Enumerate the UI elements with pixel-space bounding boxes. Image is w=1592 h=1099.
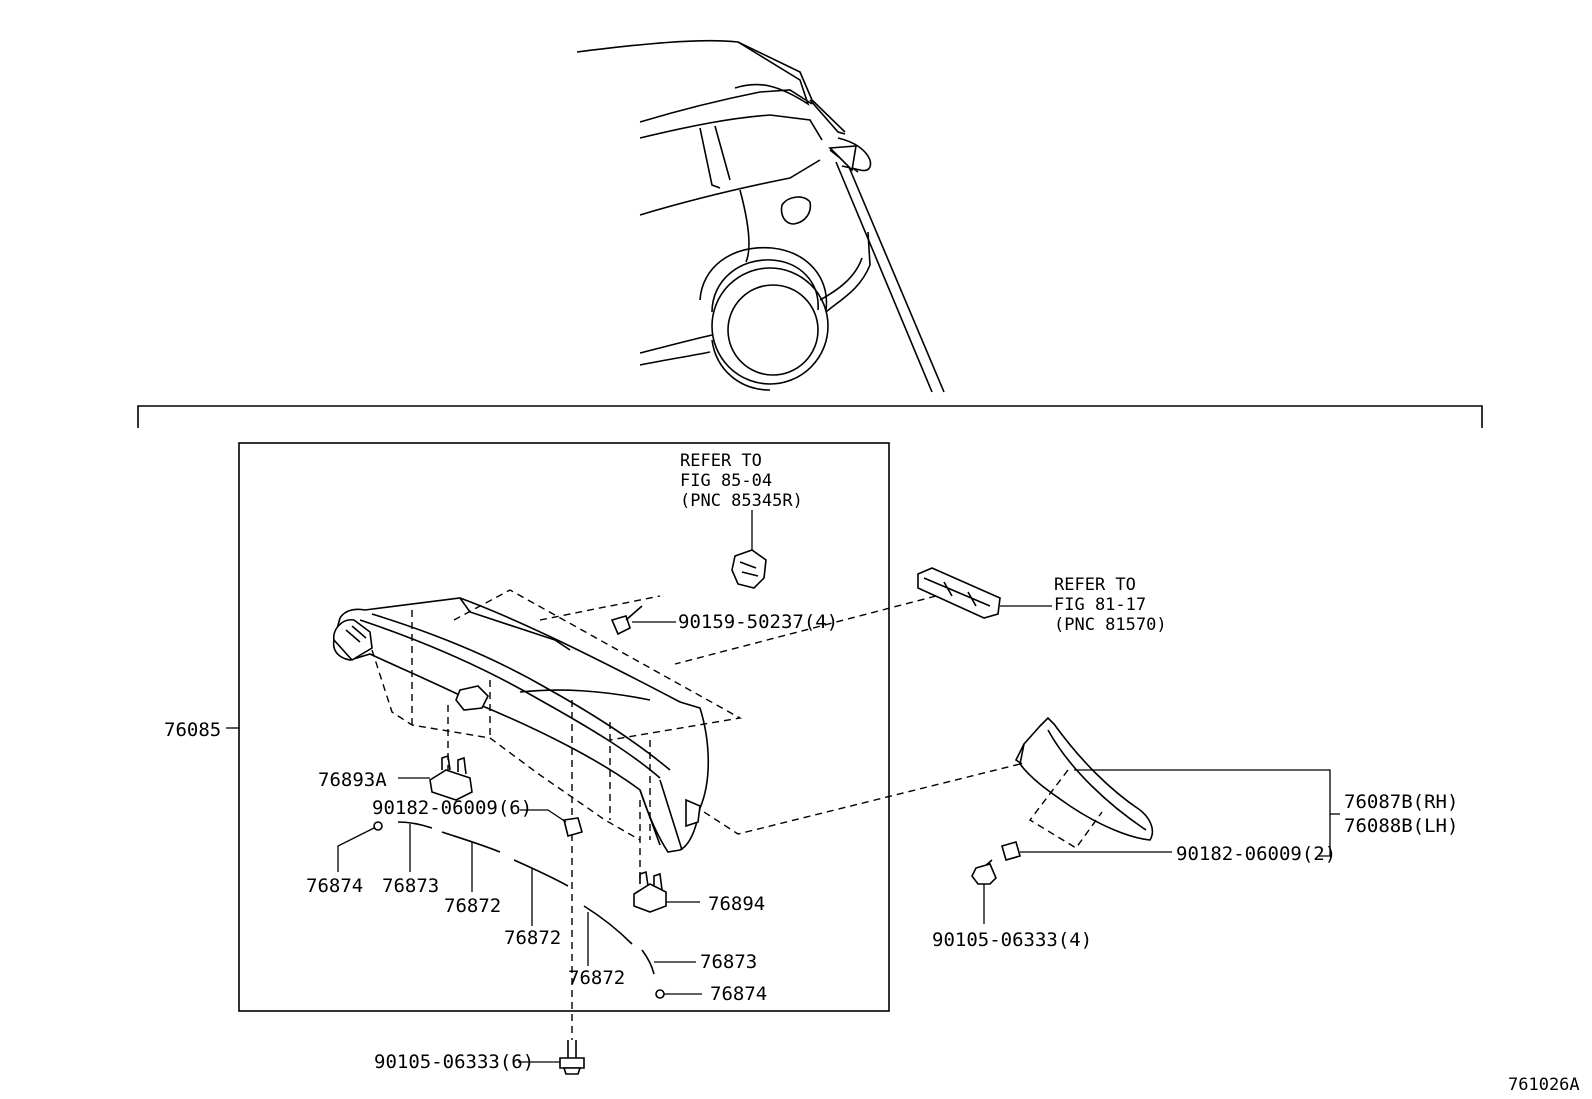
refer-note-85-04-line2: FIG 85-04 [680, 471, 772, 491]
refer-note-81-17-line2: FIG 81-17 [1054, 595, 1146, 615]
rear-spoiler [332, 597, 710, 853]
seals-group [337, 821, 702, 999]
label-76088B-LH: 76088B(LH) [1344, 815, 1458, 837]
spoiler-assembly-box [238, 442, 890, 1012]
bolt-bottom-part [518, 834, 585, 1075]
refer-note-81-17-line1: REFER TO [1054, 575, 1136, 595]
label-76873-left: 76873 [382, 875, 439, 897]
label-76872-a: 76872 [444, 895, 501, 917]
refer-note-81-17: REFER TO FIG 81-17 (PNC 81570) [1054, 575, 1167, 635]
refer-note-85-04-line1: REFER TO [680, 451, 762, 471]
label-76874-left: 76874 [306, 875, 363, 897]
label-76894: 76894 [708, 893, 765, 915]
nut-left-part [520, 700, 583, 837]
label-76874-right: 76874 [710, 983, 767, 1005]
spoiler-dashed-guides [371, 589, 743, 880]
label-76872-b: 76872 [504, 927, 561, 949]
refer-note-81-17-line3: (PNC 81570) [1054, 615, 1167, 635]
label-90159-50237: 90159-50237(4) [678, 611, 838, 633]
stop-lamp-part [674, 567, 1052, 665]
bracket-76893A-part [398, 754, 473, 801]
figure-id: 761026A [1508, 1075, 1580, 1095]
refer-note-85-04: REFER TO FIG 85-04 (PNC 85345R) [680, 451, 803, 511]
side-spoiler-part [703, 716, 1340, 857]
label-76087B-RH: 76087B(RH) [1344, 791, 1458, 813]
bracket-76894-part [633, 870, 700, 913]
screw-90159-part [610, 605, 676, 636]
label-76872-c: 76872 [568, 967, 625, 989]
camera-part [731, 510, 767, 589]
label-90105-06333-right: 90105-06333(4) [932, 929, 1092, 951]
label-90182-06009-right: 90182-06009(2) [1176, 843, 1336, 865]
vehicle-rear-illustration [576, 39, 945, 393]
label-90182-06009-left: 90182-06009(6) [372, 797, 532, 819]
refer-note-85-04-line3: (PNC 85345R) [680, 491, 803, 511]
label-76893A: 76893A [318, 769, 387, 791]
section-bracket [137, 405, 1483, 428]
label-90105-06333-bottom: 90105-06333(6) [374, 1051, 534, 1073]
label-76085: 76085 [164, 719, 221, 741]
label-76873-right: 76873 [700, 951, 757, 973]
side-fasteners-part [971, 841, 1172, 924]
